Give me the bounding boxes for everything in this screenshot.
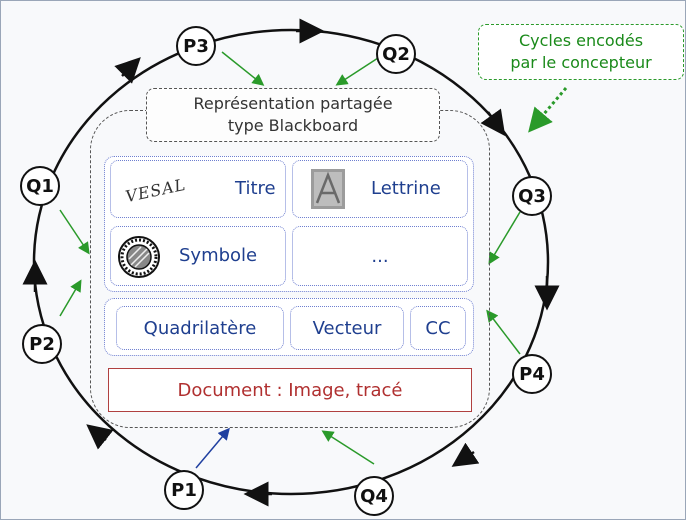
legend-line1: Cycles encodés <box>518 31 644 50</box>
lettrine-label: Lettrine <box>371 178 441 199</box>
ring-arrow-upper-left <box>114 57 141 84</box>
lettrine-image <box>311 169 345 209</box>
node-p1: P1 <box>164 470 204 510</box>
symbole-label: Symbole <box>179 245 258 266</box>
legend-pointer <box>528 87 568 133</box>
ring-arrow-upper-right <box>480 108 506 137</box>
arrow-p3-bb <box>221 51 265 86</box>
symbole-image <box>118 236 160 278</box>
node-q4: Q4 <box>354 476 394 516</box>
legend-box: Cycles encodés par le concepteur <box>478 24 684 80</box>
cell-ellipsis: ... <box>292 226 468 286</box>
cell-lettrine: Lettrine <box>292 160 468 218</box>
node-p3: P3 <box>176 26 216 66</box>
arrow-q3-bb <box>488 211 521 265</box>
quadrilatere-label: Quadrilatère <box>143 317 257 339</box>
cell-vecteur: Vecteur <box>290 306 404 350</box>
legend-line2: par le concepteur <box>510 53 652 72</box>
arrow-q4-bb <box>321 430 375 465</box>
blackboard-title-line1: Représentation partagée <box>193 94 393 113</box>
titre-label: Titre <box>235 178 276 199</box>
arrow-p2-bb <box>59 279 82 317</box>
vecteur-label: Vecteur <box>312 317 382 339</box>
cell-symbole: Symbole <box>110 226 286 286</box>
blackboard-title-line2: type Blackboard <box>227 116 359 135</box>
cell-cc: CC <box>410 306 466 350</box>
cc-label: CC <box>425 317 451 339</box>
node-p2: P2 <box>22 324 62 364</box>
node-q1: Q1 <box>20 166 60 206</box>
node-p4: P4 <box>512 354 552 394</box>
arrow-p1-bb <box>195 427 230 469</box>
vesal-logo: VESAL <box>123 174 188 207</box>
node-q3: Q3 <box>512 176 552 216</box>
ellipsis-label: ... <box>371 245 389 267</box>
document-label: Document : Image, tracé <box>177 379 403 401</box>
document-box: Document : Image, tracé <box>108 368 472 412</box>
ring-arrow-lower-right <box>451 442 480 467</box>
ring-arrow-lower-left <box>86 424 114 450</box>
cell-quadrilatere: Quadrilatère <box>116 306 284 350</box>
cell-titre: VESAL Titre <box>110 160 286 218</box>
arrow-p4-bb <box>486 309 521 355</box>
arrow-q2-bb <box>335 57 379 86</box>
arrow-q1-bb <box>59 209 90 255</box>
blackboard-title: Représentation partagée type Blackboard <box>146 88 440 142</box>
node-q2: Q2 <box>376 34 416 74</box>
